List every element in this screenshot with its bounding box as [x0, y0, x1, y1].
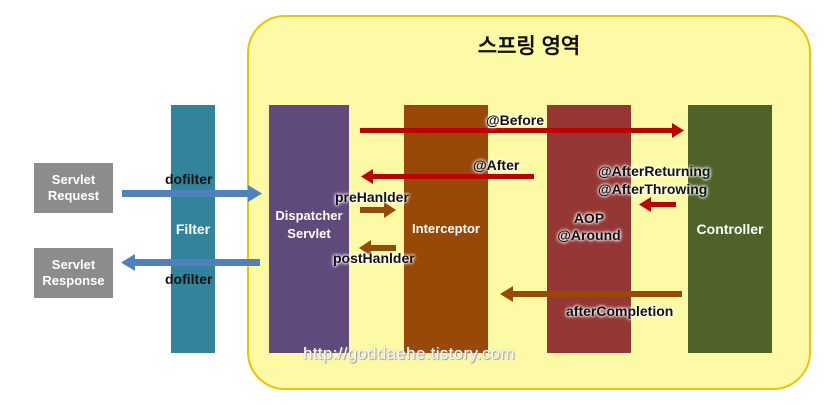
- before-label: @Before: [486, 112, 544, 128]
- aop-column: AOP @Around: [547, 105, 631, 353]
- interceptor-column: Interceptor: [404, 105, 488, 353]
- post-handler-label: postHanlder: [333, 250, 415, 266]
- filter-column: Filter: [171, 105, 215, 353]
- controller-column: Controller: [688, 105, 772, 353]
- after-returning-label: @AfterReturning: [598, 163, 711, 179]
- after-throwing-label: @AfterThrowing: [598, 181, 708, 197]
- servlet-response-box: Servlet Response: [34, 248, 113, 298]
- spring-area-title: 스프링 영역: [477, 35, 581, 58]
- dofilter-out-label: dofilter: [165, 271, 213, 287]
- servlet-request-box: Servlet Request: [34, 163, 113, 213]
- dofilter-in-label: dofilter: [165, 171, 213, 187]
- watermark: http://goddaehe.tistory.com: [303, 344, 515, 363]
- after-label: @After: [473, 157, 520, 173]
- dispatcher-servlet-column: Dispatcher Servlet: [269, 105, 349, 353]
- after-completion-label: afterCompletion: [566, 303, 674, 319]
- pre-handler-label: preHanlder: [335, 189, 409, 205]
